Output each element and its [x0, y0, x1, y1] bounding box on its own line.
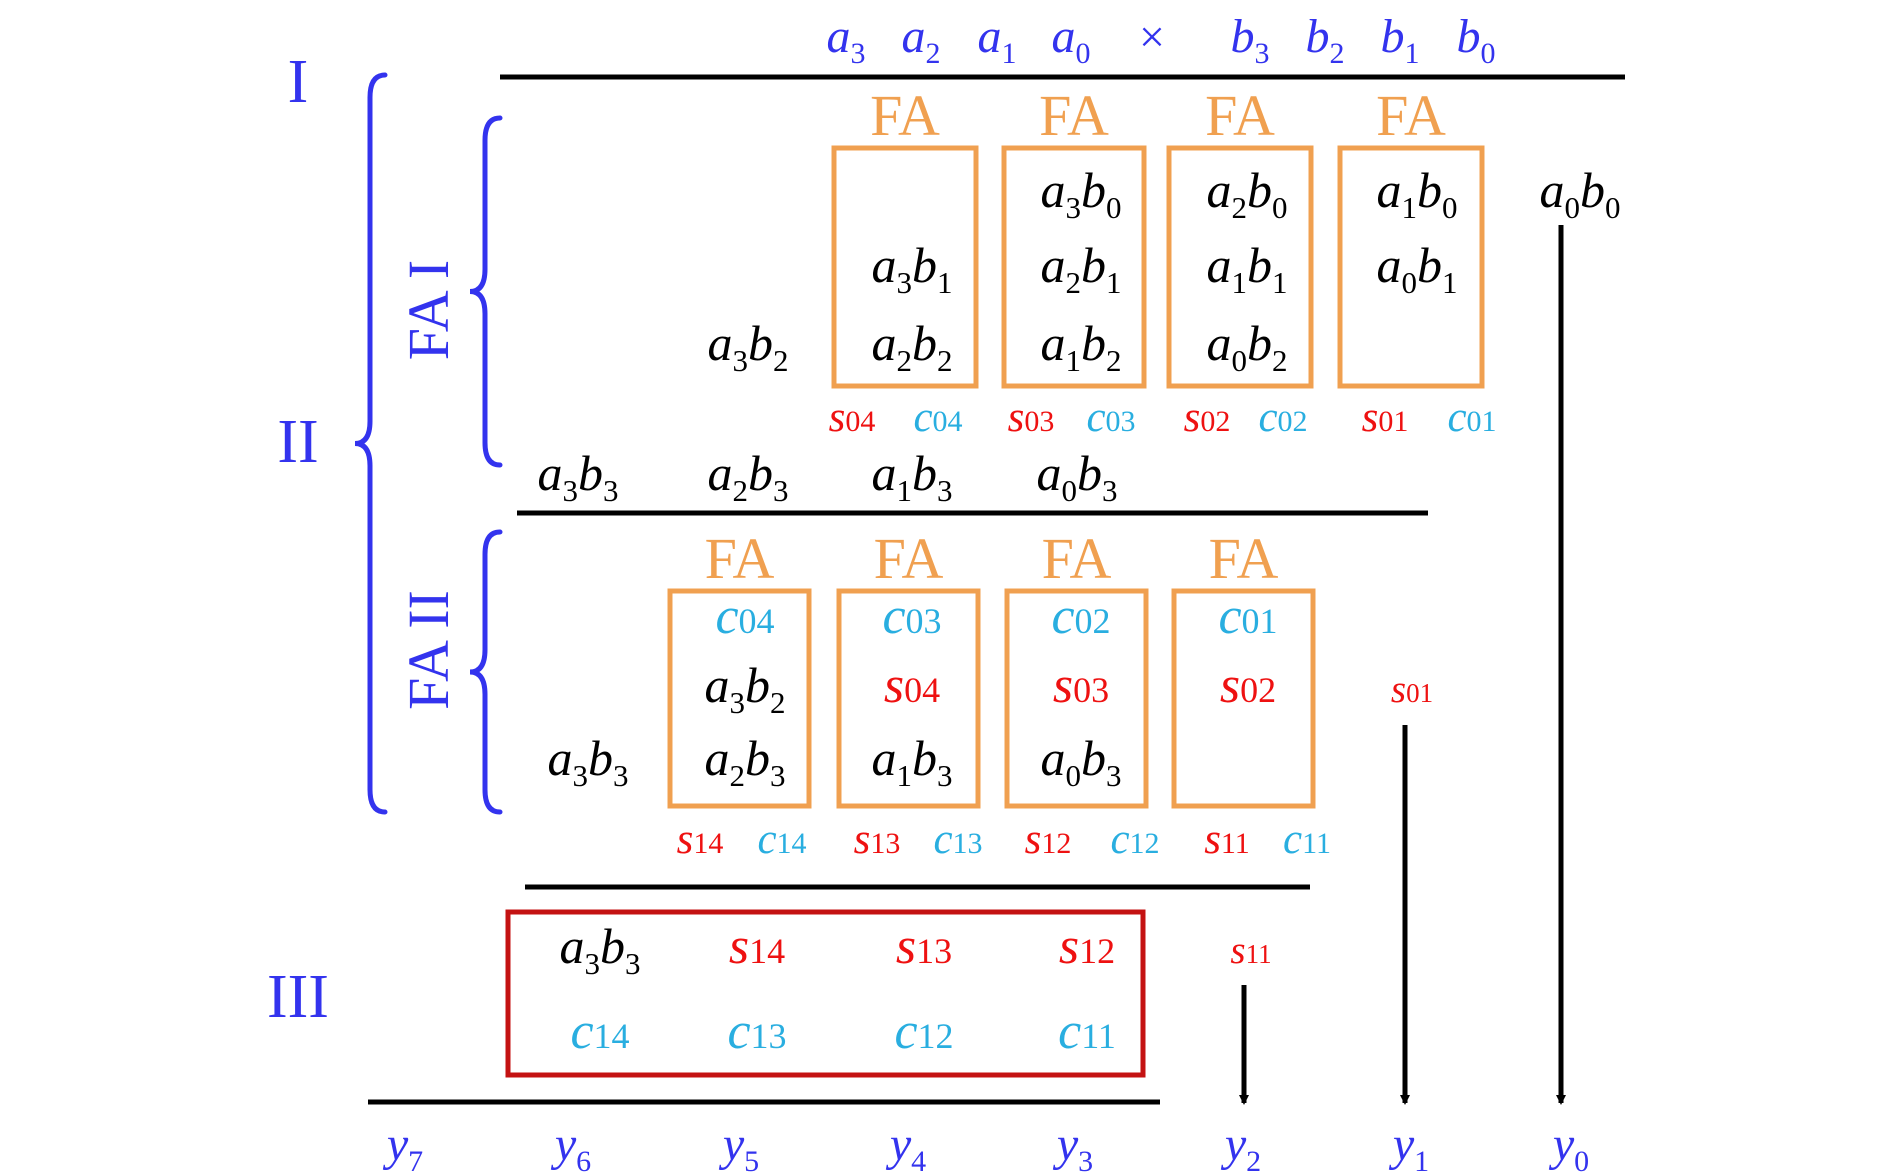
- fa2-sum-label: s12: [1025, 816, 1072, 863]
- output-y7: y7: [382, 1118, 423, 1172]
- fa1-carry-label: c01: [1447, 394, 1496, 441]
- output-y1: y1: [1388, 1118, 1429, 1172]
- header-b-term: b3: [1231, 10, 1270, 70]
- fa-label: FA: [1042, 526, 1112, 591]
- output-y0: y0: [1548, 1118, 1589, 1172]
- fa2-label: FA II: [396, 590, 461, 710]
- fa2-input-term: a3b2: [705, 657, 786, 720]
- fa1-row-below-term: a3b3: [538, 445, 619, 508]
- fa1-adder-box: [831, 145, 979, 389]
- fa2-carry-label: c11: [1283, 816, 1331, 863]
- final-adder-input: c14: [570, 1003, 629, 1060]
- fa2-input-term: a0b3: [1041, 730, 1122, 793]
- fa1-label: FA I: [396, 260, 461, 360]
- pass-through-s01: s01: [1391, 668, 1433, 711]
- output-y4: y4: [885, 1118, 926, 1172]
- fa1-sum-label: s04: [829, 394, 876, 441]
- fa-label: FA: [705, 526, 775, 591]
- fa1-adder-box: [1166, 145, 1314, 389]
- stage-ii-brace: [354, 72, 388, 815]
- fa2-input-term: s02: [1220, 657, 1276, 714]
- final-adder-input: c11: [1058, 1003, 1116, 1060]
- final-adder-input: s13: [896, 918, 952, 975]
- header-b-term: b2: [1306, 10, 1345, 70]
- fa1-sum-label: s02: [1184, 394, 1231, 441]
- fa2-adder-box: [667, 588, 812, 809]
- fa2-input-term: c04: [715, 588, 774, 645]
- fa-label: FA: [874, 526, 944, 591]
- output-y3: y3: [1052, 1118, 1093, 1172]
- fa2-adder-box: [836, 588, 981, 809]
- fa2-sum-label: s13: [854, 816, 901, 863]
- fa2-adder-box: [1004, 588, 1149, 809]
- fa1-carry-label: c04: [913, 394, 962, 441]
- fa1-carry-label: c03: [1086, 394, 1135, 441]
- fa1-row-below-term: a0b3: [1037, 445, 1118, 508]
- fa2-carry-label: c13: [933, 816, 982, 863]
- output-y5: y5: [718, 1118, 759, 1172]
- fa2-carry-label: c12: [1110, 816, 1159, 863]
- fa1-product-term: a3b0: [1041, 162, 1122, 225]
- fa1-row-below-term: a1b3: [872, 445, 953, 508]
- final-adder-input: c12: [894, 1003, 953, 1060]
- fa2-sum-label: s11: [1204, 816, 1250, 863]
- fa2-carry-label: c14: [757, 816, 806, 863]
- final-adder-input: a3b3: [560, 918, 641, 981]
- fa2-input-term: c02: [1051, 588, 1110, 645]
- output-y2: y2: [1220, 1118, 1261, 1172]
- fa2-input-term: s04: [884, 657, 940, 714]
- fa1-product-term: a2b2: [872, 315, 953, 378]
- fa1-product-term: a2b1: [1041, 237, 1122, 300]
- fa1-sum-label: s01: [1362, 394, 1409, 441]
- fa-label: FA: [1376, 83, 1446, 148]
- fa-label: FA: [1205, 83, 1275, 148]
- header-a-term: a1: [978, 10, 1017, 70]
- header-b-term: b1: [1381, 10, 1420, 70]
- output-y6: y6: [550, 1118, 591, 1172]
- fa2-brace: [469, 529, 503, 815]
- final-adder-input: s14: [729, 918, 785, 975]
- fa-label: FA: [1209, 526, 1279, 591]
- header-a-term: a3: [827, 10, 866, 70]
- fa1-carry-label: c02: [1258, 394, 1307, 441]
- fa1-adder-box: [1001, 145, 1147, 389]
- fa2-sum-label: s14: [677, 816, 724, 863]
- pass-through-s11: s11: [1230, 929, 1271, 972]
- fa1-row-below-term: a2b3: [708, 445, 789, 508]
- product-a0b0: a0b0: [1540, 162, 1621, 225]
- fa1-brace: [469, 115, 503, 468]
- stage-i-label: I: [288, 48, 309, 116]
- final-adder-input: s12: [1059, 918, 1115, 975]
- fa1-product-term: a1b2: [1041, 315, 1122, 378]
- fa1-sum-label: s03: [1008, 394, 1055, 441]
- fa1-product-term: a1b1: [1207, 237, 1288, 300]
- fa-label: FA: [870, 83, 940, 148]
- fa1-product-term: a1b0: [1377, 162, 1458, 225]
- final-adder-box: [505, 909, 1146, 1078]
- fa1-product-term: a2b0: [1207, 162, 1288, 225]
- fa1-adder-box: [1337, 145, 1485, 389]
- header-b-term: b0: [1457, 10, 1496, 70]
- fa2-input-term: a2b3: [705, 730, 786, 793]
- fa2-adder-box: [1171, 588, 1316, 809]
- header-a-term: a2: [902, 10, 941, 70]
- fa2-input-term: c01: [1218, 588, 1277, 645]
- header-a-term: a0: [1052, 10, 1091, 70]
- fa2-input-term: c03: [882, 588, 941, 645]
- fa2-input-term: s03: [1053, 657, 1109, 714]
- fa1-product-term: a0b2: [1207, 315, 1288, 378]
- fa2-input-term: a1b3: [872, 730, 953, 793]
- stage-ii-label: II: [277, 408, 318, 476]
- product-a3b3-pass: a3b3: [548, 730, 629, 793]
- fa-label: FA: [1039, 83, 1109, 148]
- fa1-product-term: a0b1: [1377, 237, 1458, 300]
- times-symbol: ×: [1139, 11, 1165, 62]
- fa1-product-term: a3b1: [872, 237, 953, 300]
- product-a3b2-pass: a3b2: [708, 315, 789, 378]
- final-adder-input: c13: [727, 1003, 786, 1060]
- stage-iii-label: III: [267, 963, 329, 1031]
